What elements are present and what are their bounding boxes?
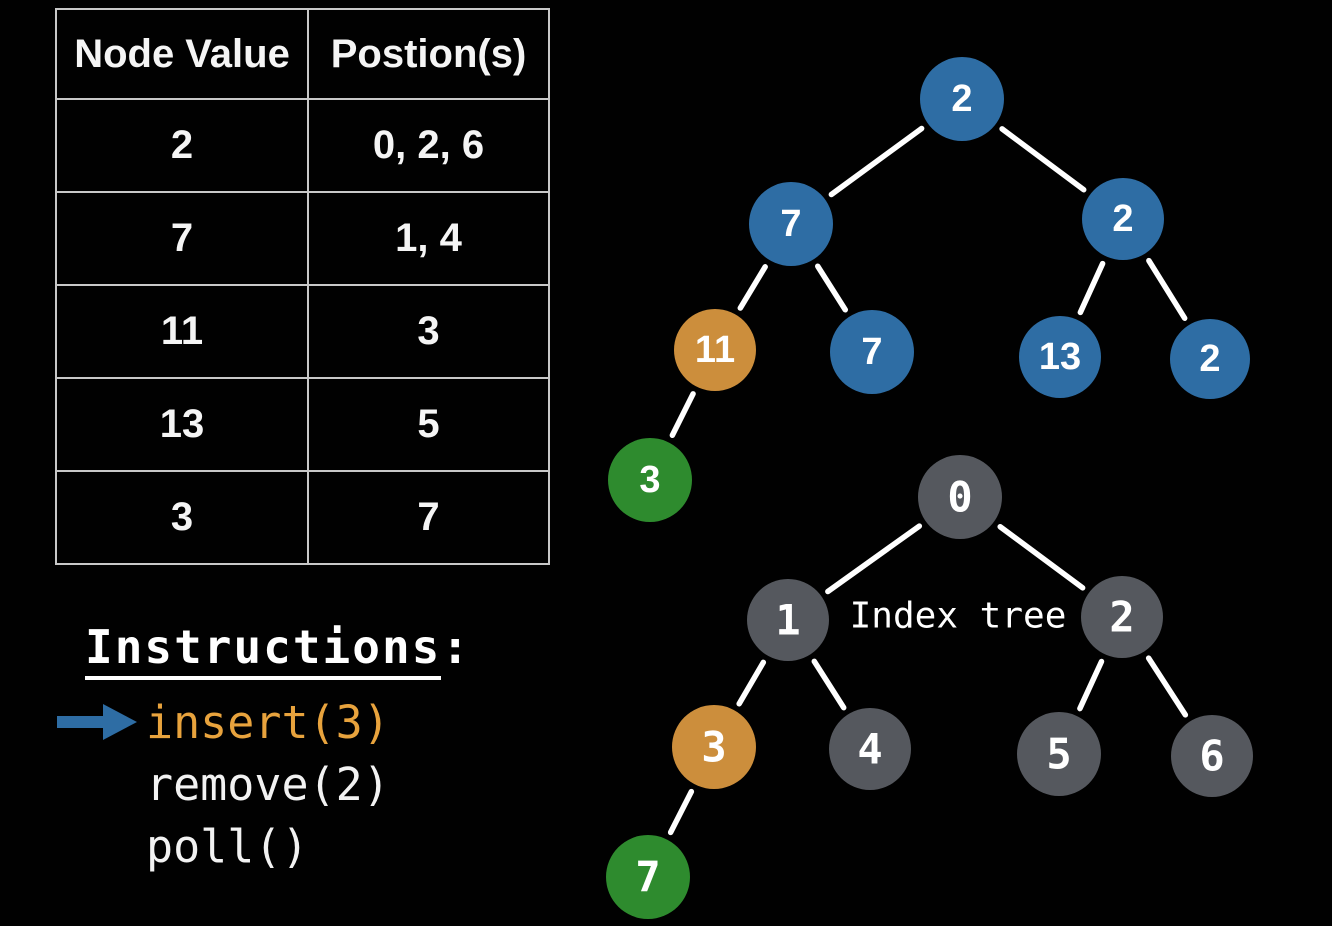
value-tree-node-circle: [608, 438, 692, 522]
index-tree-node: 4: [829, 708, 911, 790]
value-tree-node-label: 2: [1199, 338, 1220, 380]
index-tree-node: 6: [1171, 715, 1253, 797]
index-tree-node: 7: [606, 835, 690, 919]
value-tree-edge: [737, 264, 768, 311]
value-tree-edge: [1077, 260, 1106, 316]
instruction-item: poll(): [57, 815, 390, 877]
value-tree-edge: [999, 126, 1087, 193]
value-tree-edge: [828, 125, 925, 198]
value-tree-node: 13: [1019, 316, 1101, 398]
instructions-title-colon: :: [441, 620, 472, 674]
value-tree-node-circle: [1082, 178, 1164, 260]
value-tree-node: 2: [920, 57, 1004, 141]
value-tree-node-circle: [1019, 316, 1101, 398]
node-value-cell: 13: [55, 377, 309, 472]
value-tree-edge: [1146, 257, 1188, 321]
value-tree-node-circle: [1170, 319, 1250, 399]
index-tree-edge: [736, 659, 767, 707]
instruction-item: remove(2): [57, 753, 390, 815]
value-tree-edge: [814, 263, 849, 313]
positions-cell: 1, 4: [307, 191, 550, 286]
value-tree-node-label: 2: [951, 78, 972, 120]
value-tree-node-label: 13: [1039, 336, 1081, 378]
value-tree-node-label: 2: [1112, 198, 1133, 240]
instructions-title-text: Instructions: [85, 620, 442, 680]
index-tree-node-label: 4: [857, 725, 882, 774]
index-tree-node-circle: [1017, 712, 1101, 796]
index-tree-node-label: 7: [635, 853, 660, 902]
value-tree-node-label: 11: [695, 329, 735, 371]
node-value-cell: 2: [55, 98, 309, 193]
positions-cell: 3: [307, 284, 550, 379]
value-tree-node-circle: [674, 309, 756, 391]
index-tree-edge: [825, 523, 923, 595]
index-tree-node-circle: [747, 579, 829, 661]
index-tree-node-circle: [829, 708, 911, 790]
index-tree-node: 5: [1017, 712, 1101, 796]
index-tree-node-label: 0: [947, 473, 972, 522]
node-value-cell: 11: [55, 284, 309, 379]
index-tree-node: 1: [747, 579, 829, 661]
positions-cell: 5: [307, 377, 550, 472]
index-tree-node-circle: [672, 705, 756, 789]
table-header-row: Node Value Postion(s): [55, 8, 550, 100]
index-tree-node-circle: [918, 455, 1002, 539]
positions-cell: 0, 2, 6: [307, 98, 550, 193]
index-tree-edge: [811, 658, 847, 711]
instructions-title: Instructions:: [85, 620, 472, 680]
instruction-label: remove(2): [146, 757, 390, 811]
index-tree-node-label: 5: [1046, 730, 1071, 779]
index-tree-edge: [997, 524, 1086, 591]
index-tree-edge: [667, 788, 695, 836]
value-tree-node-circle: [830, 310, 914, 394]
current-instruction-arrow-icon: [57, 704, 137, 740]
value-tree-node: 11: [674, 309, 756, 391]
value-tree-node-label: 3: [639, 459, 660, 501]
value-tree-node-circle: [920, 57, 1004, 141]
index-tree-node: 3: [672, 705, 756, 789]
index-tree-node-circle: [606, 835, 690, 919]
instruction-label: poll(): [146, 819, 309, 873]
node-value-cell: 3: [55, 470, 309, 565]
instruction-item: insert(3): [57, 691, 390, 753]
value-tree-node-label: 7: [780, 203, 801, 245]
index-tree-node: 0: [918, 455, 1002, 539]
positions-column-header: Postion(s): [307, 8, 550, 100]
index-tree-node-circle: [1171, 715, 1253, 797]
positions-cell: 7: [307, 470, 550, 565]
index-tree-node-label: 2: [1109, 593, 1134, 642]
value-tree-edge: [669, 391, 696, 439]
instruction-label: insert(3): [146, 695, 390, 749]
node-value-column-header: Node Value: [55, 8, 309, 100]
value-tree-node: 2: [1170, 319, 1250, 399]
value-tree-node: 7: [830, 310, 914, 394]
value-tree-node: 2: [1082, 178, 1164, 260]
index-tree-node-label: 3: [701, 723, 726, 772]
index-tree-caption: Index tree: [850, 596, 1067, 637]
index-tree-edge: [1145, 655, 1189, 718]
index-tree-node-circle: [1081, 576, 1163, 658]
value-tree-node: 3: [608, 438, 692, 522]
index-tree-node-label: 1: [775, 596, 800, 645]
value-tree-node-label: 7: [861, 331, 882, 373]
index-tree-edge: [1077, 658, 1105, 712]
index-tree-node: 2: [1081, 576, 1163, 658]
index-tree-node-label: 6: [1199, 732, 1224, 781]
node-value-cell: 7: [55, 191, 309, 286]
value-tree-node: 7: [749, 182, 833, 266]
instruction-list: insert(3) remove(2) poll(): [57, 691, 390, 877]
value-tree-node-circle: [749, 182, 833, 266]
instruction-arrow-slot: [57, 702, 146, 742]
